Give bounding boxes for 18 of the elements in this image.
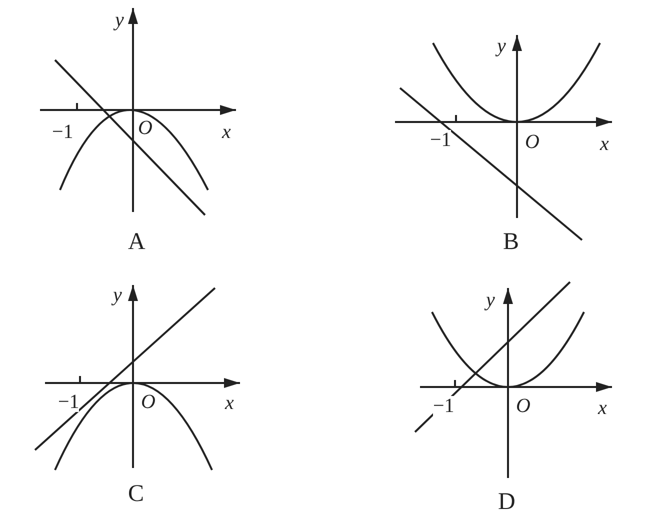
option-label: C [128,482,144,506]
origin-label: O [525,132,540,152]
tick-label: −1 [58,392,80,412]
axis-label: x [222,122,231,142]
axis-label: y [497,36,506,56]
option-label: D [498,490,516,514]
axis-label: y [115,10,124,30]
axis-label: x [598,398,607,418]
origin-label: O [141,392,156,412]
axis-label: x [600,134,609,154]
option-label: A [128,230,146,254]
axis-label: y [113,285,122,305]
origin-label: O [138,118,152,138]
tick-label: −1 [433,396,454,416]
option-label: B [503,230,520,254]
axis-label: y [486,290,495,310]
origin-label: O [516,396,530,416]
axis-label: x [225,393,234,413]
